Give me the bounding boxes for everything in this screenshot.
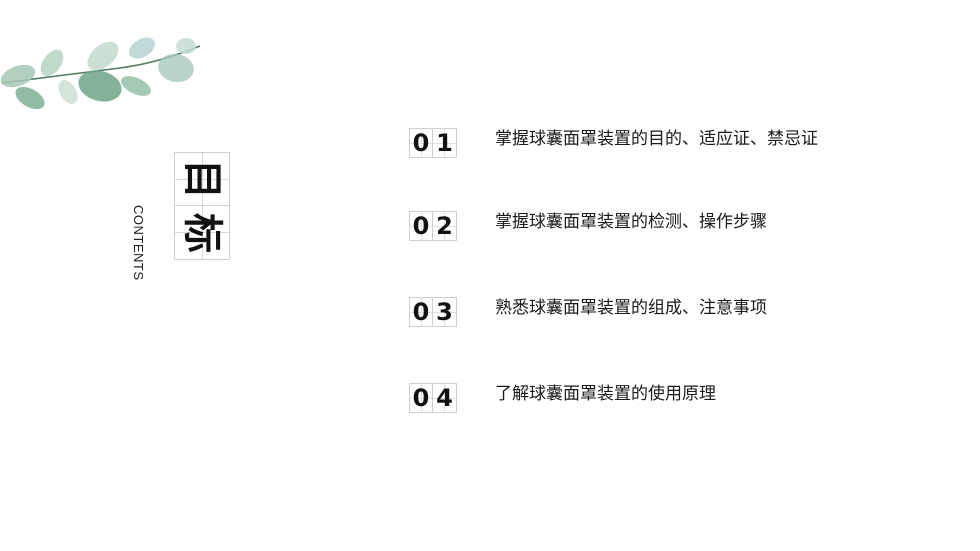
item-number-digit: 4 [433, 383, 457, 413]
item-number-digit: 0 [409, 297, 433, 327]
list-item: 0 3 熟悉球囊面罩装置的组成、注意事项 [409, 297, 767, 327]
item-number: 0 1 [409, 128, 457, 158]
list-item: 0 1 掌握球囊面罩装置的目的、适应证、禁忌证 [409, 128, 818, 158]
item-number-digit: 0 [409, 128, 433, 158]
title-char: 标 [179, 212, 225, 253]
contents-subtitle: CONTENTS [131, 205, 146, 281]
title-char-cell: 目 [174, 152, 230, 206]
eucalyptus-branch-icon [0, 37, 201, 110]
item-number-digit: 2 [433, 211, 457, 241]
item-number-digit: 3 [433, 297, 457, 327]
page-title: 目 标 [174, 152, 230, 260]
item-number: 0 2 [409, 211, 457, 241]
list-item: 0 4 了解球囊面罩装置的使用原理 [409, 383, 716, 413]
item-text: 掌握球囊面罩装置的检测、操作步骤 [495, 212, 767, 232]
item-number: 0 4 [409, 383, 457, 413]
item-number: 0 3 [409, 297, 457, 327]
item-text: 熟悉球囊面罩装置的组成、注意事项 [495, 298, 767, 318]
item-number-digit: 0 [409, 211, 433, 241]
item-text: 掌握球囊面罩装置的目的、适应证、禁忌证 [495, 129, 818, 149]
title-char: 目 [179, 159, 225, 199]
title-char-cell: 标 [174, 206, 230, 260]
item-text: 了解球囊面罩装置的使用原理 [495, 384, 716, 404]
item-number-digit: 1 [433, 128, 457, 158]
item-number-digit: 0 [409, 383, 433, 413]
list-item: 0 2 掌握球囊面罩装置的检测、操作步骤 [409, 211, 767, 241]
